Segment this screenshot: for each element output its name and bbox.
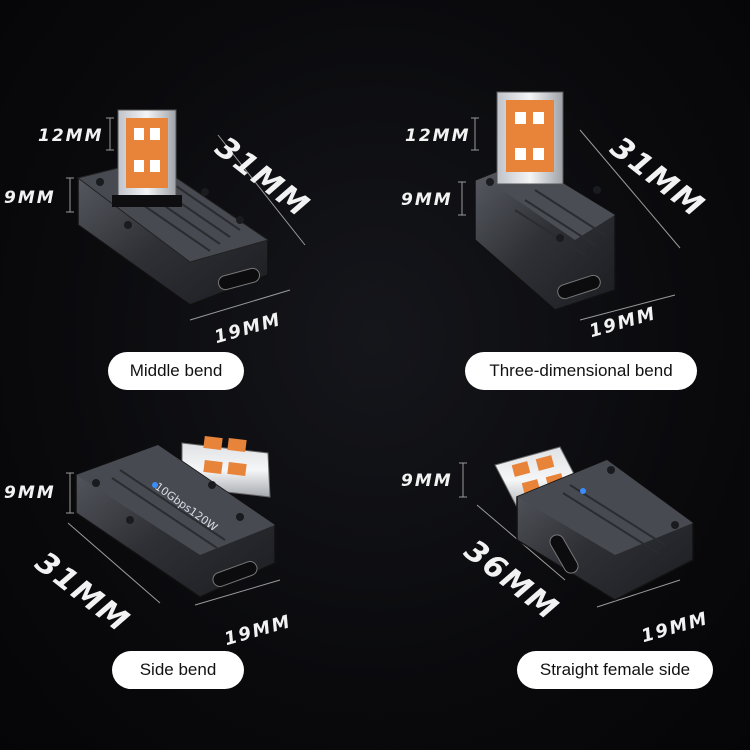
dim-body-height: 9MM (401, 190, 453, 210)
dimension-lines (66, 472, 281, 606)
led-indicator (152, 482, 158, 488)
dim-body-height: 9MM (4, 188, 56, 208)
adapter-body (516, 459, 694, 601)
dimension-lines (66, 117, 306, 321)
usb-a-plug (112, 109, 182, 207)
adapter-side-bend-image (66, 435, 281, 606)
usb-a-plug (496, 91, 564, 185)
label-three-dimensional-bend: Three-dimensional bend (465, 352, 697, 390)
led-indicator (580, 488, 586, 494)
dim-body-height: 9MM (401, 471, 453, 491)
adapter-straight-image (459, 446, 694, 608)
dim-usb-height: 12MM (405, 126, 471, 146)
label-side-bend: Side bend (112, 651, 244, 689)
adapter-3d-bend-image (458, 91, 681, 321)
adapter-body (75, 444, 276, 598)
panel-three-dimensional-bend: 12MM 9MM 31MM 19MM Three-dimensional ben… (375, 0, 750, 390)
panel-side-bend: 10Gbps120W 9MM 31MM 19MM Side bend (0, 375, 375, 750)
dim-usb-height: 12MM (38, 126, 104, 146)
panel-middle-bend: 12MM 9MM 31MM 19MM Middle bend (0, 0, 375, 390)
label-straight-female-side: Straight female side (517, 651, 713, 689)
dim-body-height: 9MM (4, 483, 56, 503)
adapter-middle-bend-image (66, 109, 306, 321)
dimension-lines (458, 117, 681, 321)
label-middle-bend: Middle bend (108, 352, 244, 390)
panel-straight-female-side: 9MM 36MM 19MM Straight female side (375, 375, 750, 750)
